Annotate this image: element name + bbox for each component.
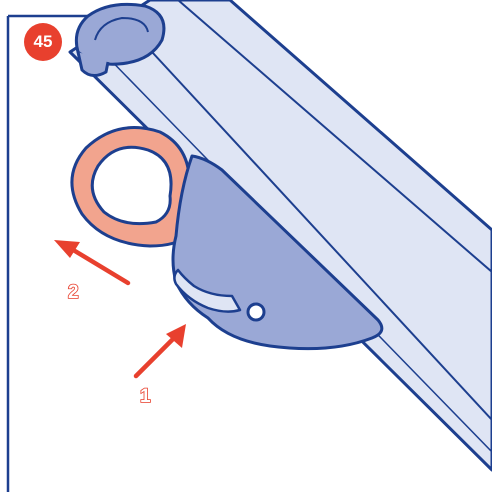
joint-knob bbox=[74, 2, 166, 66]
rail-edge-line-inner-1 bbox=[177, 0, 492, 273]
arrow-1 bbox=[133, 324, 186, 379]
step-number-badge: 45 bbox=[24, 23, 62, 61]
joint-knob-highlight bbox=[94, 16, 149, 41]
release-strap-hole bbox=[90, 145, 173, 226]
latch-release-tab bbox=[173, 268, 242, 313]
callout-label-2: 2 bbox=[67, 281, 79, 304]
callout-label-1: 1 bbox=[139, 385, 151, 408]
rail-edge-line-inner-2 bbox=[127, 25, 492, 421]
arrow-2 bbox=[54, 240, 131, 286]
latch-rivet bbox=[246, 302, 266, 322]
joint-knob-base bbox=[76, 51, 110, 77]
